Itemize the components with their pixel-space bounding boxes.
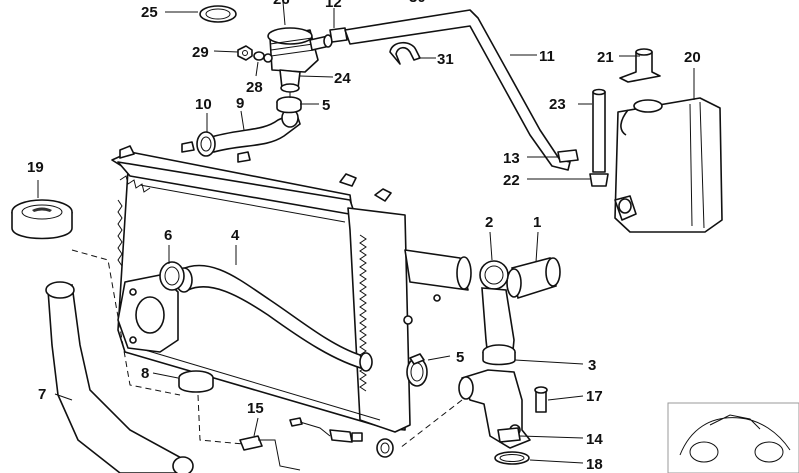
label-29: 29 [192,44,209,61]
label-30: 30 [409,0,426,6]
hose-2 [479,260,515,361]
label-26: 26 [273,0,290,8]
label-23: 23 [549,96,566,113]
washer-28 [253,51,265,61]
hose-clamp-31 [389,41,421,65]
leader-lines [37,1,695,464]
label-4: 4 [231,227,240,244]
label-11: 11 [539,48,555,65]
hose-clamp-10 [196,131,216,157]
label-31: 31 [437,51,454,68]
gasket-25 [199,5,237,23]
hose-1 [506,257,561,300]
expansion-tank-20 [614,97,723,233]
label-12: 12 [325,0,342,11]
label-6: 6 [164,227,172,244]
hose-clamp-8 [178,370,214,393]
label-1: 1 [533,214,541,231]
hose-clamp-5-lower [406,353,428,387]
clamp-12 [329,27,348,43]
hose-clamp-5-top [276,96,302,114]
label-2: 2 [485,214,493,231]
vent-pipe-11 [344,9,571,171]
label-17: 17 [586,388,603,405]
hose-9 [206,108,301,153]
label-22: 22 [503,172,520,189]
o-ring-18 [494,451,530,465]
label-9: 9 [236,95,244,112]
bolt-17 [534,386,548,413]
label-28: 28 [246,79,263,96]
level-sensor-22 [589,173,609,187]
label-24: 24 [334,70,351,87]
label-15: 15 [247,400,264,417]
label-13: 13 [503,150,520,167]
label-14: 14 [586,431,603,448]
hose-clamp-3 [482,344,516,366]
label-3: 3 [588,357,596,374]
hose-7 [45,281,194,473]
hose-clamp-6 [159,261,185,291]
pump-elbow-14 [458,369,531,449]
label-7: 7 [38,386,46,403]
tank-cap-21 [619,48,661,83]
label-10: 10 [195,96,212,113]
label-5-lower: 5 [456,349,464,366]
temperature-sensor-15 [239,417,363,471]
label-19: 19 [27,159,44,176]
radiator-cap-19 [11,199,73,240]
label-5-top: 5 [322,97,330,114]
label-25: 25 [141,4,158,21]
label-21: 21 [597,49,614,66]
clamp-13 [557,149,579,163]
nut-29 [237,45,253,61]
label-8: 8 [141,365,149,382]
label-18: 18 [586,456,603,473]
thermostat-housing-26 [263,27,333,93]
motorcycle-thumbnail [667,402,799,473]
callout-labels: 25 26 12 30 29 28 24 5 31 11 21 20 23 10… [27,0,701,473]
label-20: 20 [684,49,701,66]
washer-16 [376,438,394,458]
float-tube-23 [592,88,606,173]
